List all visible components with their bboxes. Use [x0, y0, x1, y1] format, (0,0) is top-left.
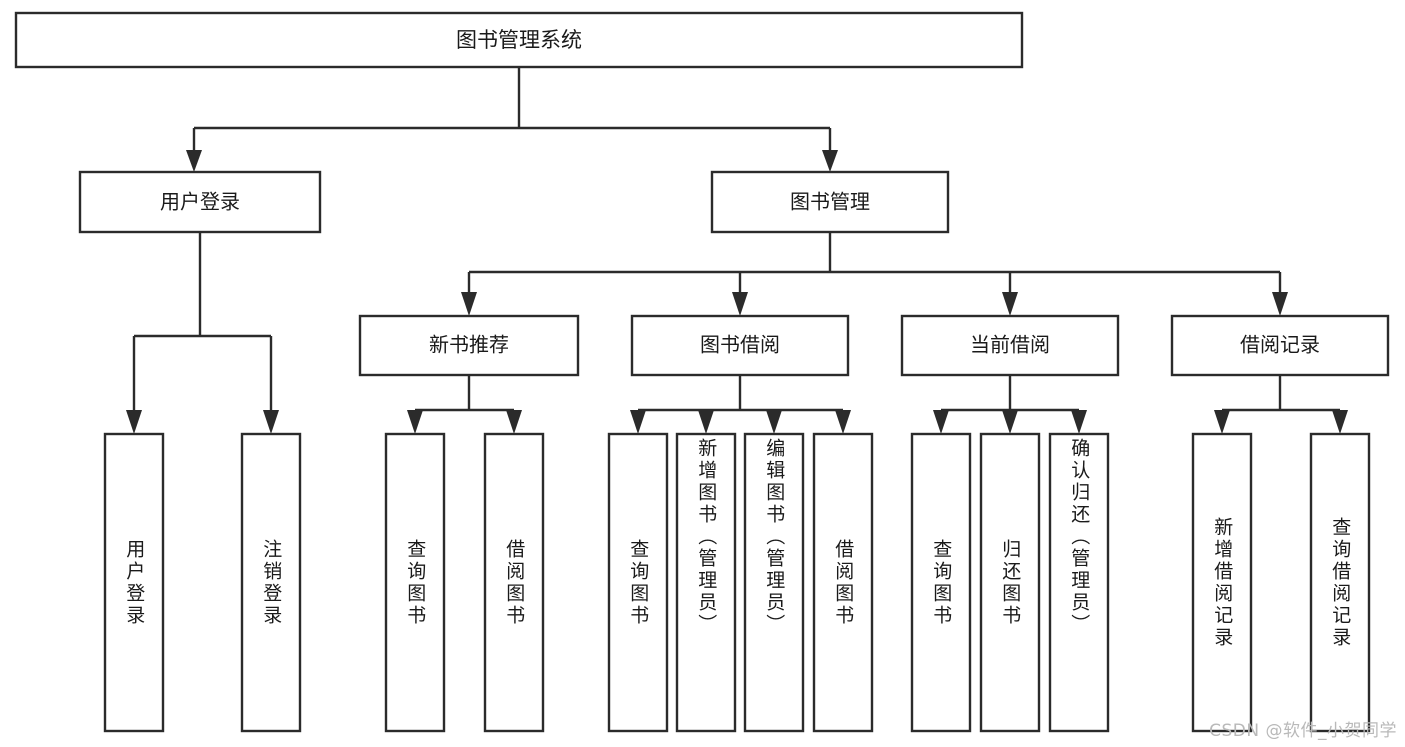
leaf-box[interactable] — [103, 432, 165, 733]
node-book-borrow[interactable]: 图书借阅 — [630, 314, 850, 377]
node-borrow-record-label: 借阅记录 — [1240, 333, 1320, 357]
leaf-box[interactable] — [607, 432, 669, 733]
node-user-login-rect — [78, 170, 322, 234]
arrow-head-book-manage — [822, 150, 838, 172]
node-root-rect — [14, 11, 1024, 69]
node-new-book-recommend[interactable]: 新书推荐 — [358, 314, 580, 377]
node-root[interactable]: 图书管理系统 — [14, 11, 1024, 69]
node-new-book-recommend-rect — [358, 314, 580, 377]
leaf-box[interactable] — [483, 432, 545, 733]
leaf-box[interactable] — [812, 432, 874, 733]
leaf-box[interactable] — [1048, 432, 1110, 733]
leaf-box[interactable] — [384, 432, 446, 733]
leaf-box[interactable] — [240, 432, 302, 733]
connector-book-borrow-to-leaves — [630, 375, 851, 434]
node-current-borrow-rect — [900, 314, 1120, 377]
leaf-box[interactable] — [910, 432, 972, 733]
node-book-manage-label: 图书管理 — [790, 190, 870, 214]
connector-user-login-to-leaves — [126, 232, 279, 434]
leaf-box[interactable] — [743, 432, 805, 733]
leaf-box[interactable] — [1191, 432, 1253, 733]
node-user-login[interactable]: 用户登录 — [78, 170, 322, 234]
watermark-text: CSDN @软件_小贺同学 — [1209, 721, 1397, 741]
connector-current-borrow-to-leaves — [933, 375, 1087, 434]
node-current-borrow[interactable]: 当前借阅 — [900, 314, 1120, 377]
node-new-book-recommend-label: 新书推荐 — [429, 333, 509, 357]
connector-root-to-level2 — [186, 67, 838, 172]
connector-book-manage-to-level3 — [461, 232, 1288, 316]
node-borrow-record[interactable]: 借阅记录 — [1170, 314, 1390, 377]
leaf-box[interactable] — [979, 432, 1041, 733]
node-book-manage[interactable]: 图书管理 — [710, 170, 950, 234]
leaf-box[interactable] — [1309, 432, 1371, 733]
leaf-box[interactable] — [675, 432, 737, 733]
connector-new-book-recommend-to-leaves — [407, 375, 522, 434]
node-current-borrow-label: 当前借阅 — [970, 333, 1050, 357]
arrow-head-user-login — [186, 150, 202, 172]
node-book-borrow-label: 图书借阅 — [700, 333, 780, 357]
node-root-label: 图书管理系统 — [456, 28, 582, 52]
connector-borrow-record-to-leaves — [1214, 375, 1348, 434]
node-user-login-label: 用户登录 — [160, 190, 240, 214]
